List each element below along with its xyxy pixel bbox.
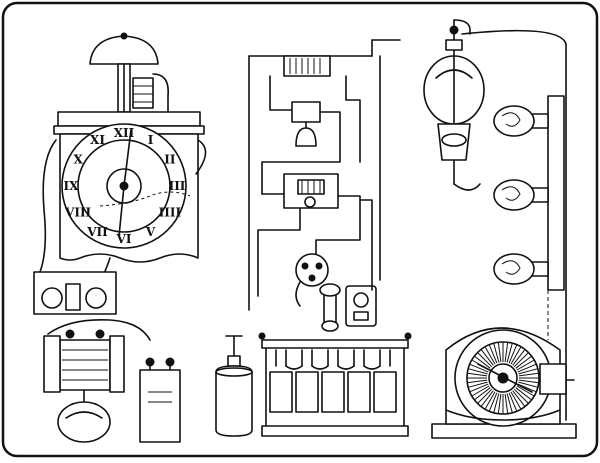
commutator-tick <box>512 390 526 407</box>
commutator-tick <box>515 387 532 401</box>
commutator-tick <box>513 388 529 404</box>
clock-numeral: VI <box>116 232 132 246</box>
commutator-tick <box>518 368 538 375</box>
clock-numeral: XII <box>114 126 135 140</box>
commutator-tick <box>480 390 494 407</box>
commutator-tick <box>488 344 498 364</box>
commutator-tick <box>516 359 535 371</box>
commutator-tick <box>480 349 494 366</box>
commutator-tick <box>504 342 509 363</box>
commutator-tick <box>508 344 518 364</box>
clock-numeral: VIII <box>64 206 92 220</box>
commutator-tick <box>508 392 518 412</box>
commutator-tick <box>467 379 488 384</box>
clock-numeral: III <box>169 179 186 193</box>
commutator-segments <box>467 342 539 414</box>
commutator-tick <box>488 392 498 412</box>
commutator-tick <box>471 385 490 397</box>
commutator-tick <box>506 393 513 413</box>
commutator-tick <box>510 391 522 410</box>
commutator-tick <box>484 391 496 410</box>
dynamo-generator <box>431 327 577 439</box>
commutator-tick <box>467 372 488 377</box>
bulb-bottom <box>493 253 549 285</box>
commutator-tick <box>504 393 509 414</box>
lamp-board <box>493 95 565 291</box>
commutator-tick <box>518 381 538 388</box>
commutator-tick <box>515 355 532 369</box>
commutator-tick <box>469 383 489 393</box>
commutator-tick <box>469 363 489 373</box>
clock-numeral: X <box>73 153 83 167</box>
commutator-tick <box>516 385 535 397</box>
plunger-battery <box>215 335 253 437</box>
clock-numeral: II <box>164 153 176 167</box>
commutator-tick <box>493 343 500 363</box>
commutator-tick <box>497 393 502 414</box>
commutator-tick <box>510 346 522 365</box>
clock-numeral: VII <box>86 225 108 239</box>
clock-numeral: IX <box>64 179 80 193</box>
commutator-tick <box>506 343 513 363</box>
vacuum-tube-lamp <box>423 19 567 421</box>
clock-numeral: V <box>145 225 156 239</box>
clock-numeral: I <box>148 133 154 147</box>
commutator-tick <box>513 352 529 368</box>
bulb-top <box>493 105 549 137</box>
commutator-tick <box>493 393 500 413</box>
battery-rack <box>258 332 412 437</box>
commutator-tick <box>468 368 488 375</box>
commutator-tick <box>484 346 496 365</box>
commutator-tick <box>497 342 502 363</box>
clock-numeral: IIII <box>159 206 182 220</box>
commutator-tick <box>477 388 493 404</box>
commutator-tick <box>518 372 539 377</box>
commutator-tick <box>512 349 526 366</box>
telephone-wiring-board <box>248 39 401 332</box>
clock-numeral: XI <box>90 133 105 147</box>
commutator-tick <box>468 381 488 388</box>
electric-bell <box>43 318 181 443</box>
commutator-tick <box>474 355 491 369</box>
commutator-tick <box>518 379 539 384</box>
commutator-tick <box>477 352 493 368</box>
bulb-middle <box>493 179 549 211</box>
commutator-tick <box>474 387 491 401</box>
commutator-tick <box>517 363 537 373</box>
